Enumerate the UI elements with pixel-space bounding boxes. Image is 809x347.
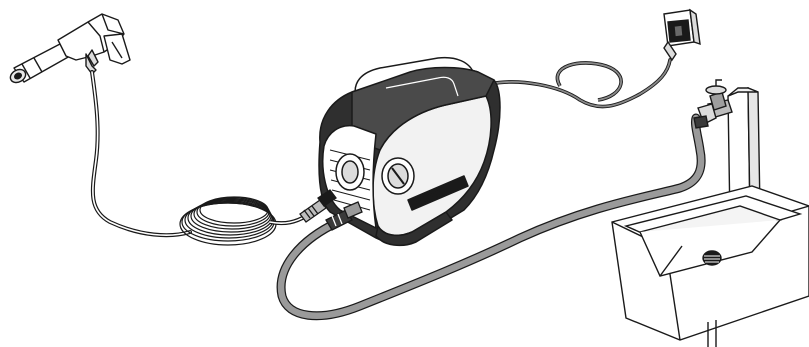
sink-icon: [612, 186, 809, 347]
wall-outlet-icon: [664, 10, 700, 60]
coiled-hose-icon: [180, 197, 276, 245]
spray-gun-icon: [8, 14, 130, 85]
gun-hose: [92, 72, 190, 235]
